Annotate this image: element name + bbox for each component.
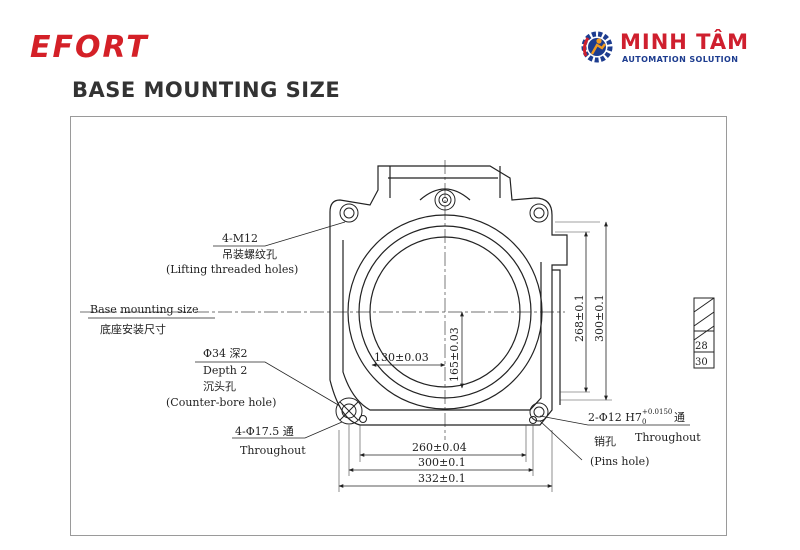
counter-bore-code-label: Φ34 深2	[203, 347, 248, 360]
side-dim-28-label: 28	[695, 341, 708, 352]
pin-throughout-label: Throughout	[635, 431, 701, 444]
dim-300-horizontal-label: 300±0.1	[418, 456, 466, 469]
minh-tam-logo: MINH TÂM AUTOMATION SOLUTION	[580, 28, 780, 68]
drawing-frame	[70, 116, 727, 536]
base-body	[329, 165, 568, 426]
base-mounting-en-label: Base mounting size	[90, 303, 199, 316]
pin-hole	[529, 416, 537, 424]
side-dim-30-label: 30	[695, 357, 708, 368]
lifting-cn-label: 吊装螺纹孔	[222, 247, 277, 261]
dimension-lines	[338, 221, 608, 488]
efort-logo: EFORT	[30, 30, 149, 65]
counter-bore-cn-label: 沉头孔	[203, 380, 236, 393]
minh-tam-tagline: AUTOMATION SOLUTION	[622, 55, 739, 64]
pin-through-cn: 通	[674, 411, 685, 424]
dim-165-label: 165±0.03	[448, 327, 461, 382]
extension-lines	[338, 221, 612, 492]
through-hole-code-label: 4-Φ17.5 通	[235, 425, 294, 438]
dim-332-label: 332±0.1	[418, 472, 466, 485]
base-mounting-cn-label: 底座安装尺寸	[100, 322, 166, 336]
pin-tolerance-lower: 0	[642, 418, 646, 426]
leader-lines	[88, 221, 690, 461]
lifting-code-label: 4-M12	[222, 232, 258, 245]
minh-tam-name: MINH TÂM	[620, 30, 750, 54]
pin-code-label: 2-Φ12 H7	[588, 411, 642, 424]
center-lines	[80, 160, 565, 440]
through-hole-en-label: Throughout	[240, 444, 306, 457]
lifting-holes	[339, 189, 549, 422]
dim-260-label: 260±0.04	[412, 441, 467, 454]
lifting-en-label: (Lifting threaded holes)	[166, 263, 298, 276]
page-title: BASE MOUNTING SIZE	[72, 78, 341, 102]
dim-268-label: 268±0.1	[573, 294, 586, 342]
pin-en-label: (Pins hole)	[590, 455, 649, 468]
pin-cn-label: 销孔	[594, 434, 616, 448]
side-section-view	[693, 297, 715, 369]
pin-tolerance-upper: +0.0150	[642, 408, 672, 416]
counter-bore-depth-label: Depth 2	[203, 364, 247, 377]
dim-130-label: 130±0.03	[374, 351, 429, 364]
counter-bore-hole	[335, 397, 367, 425]
gear-person-icon	[581, 31, 613, 63]
dim-300-vertical-label: 300±0.1	[593, 294, 606, 342]
counter-bore-en-label: (Counter-bore hole)	[166, 396, 276, 409]
